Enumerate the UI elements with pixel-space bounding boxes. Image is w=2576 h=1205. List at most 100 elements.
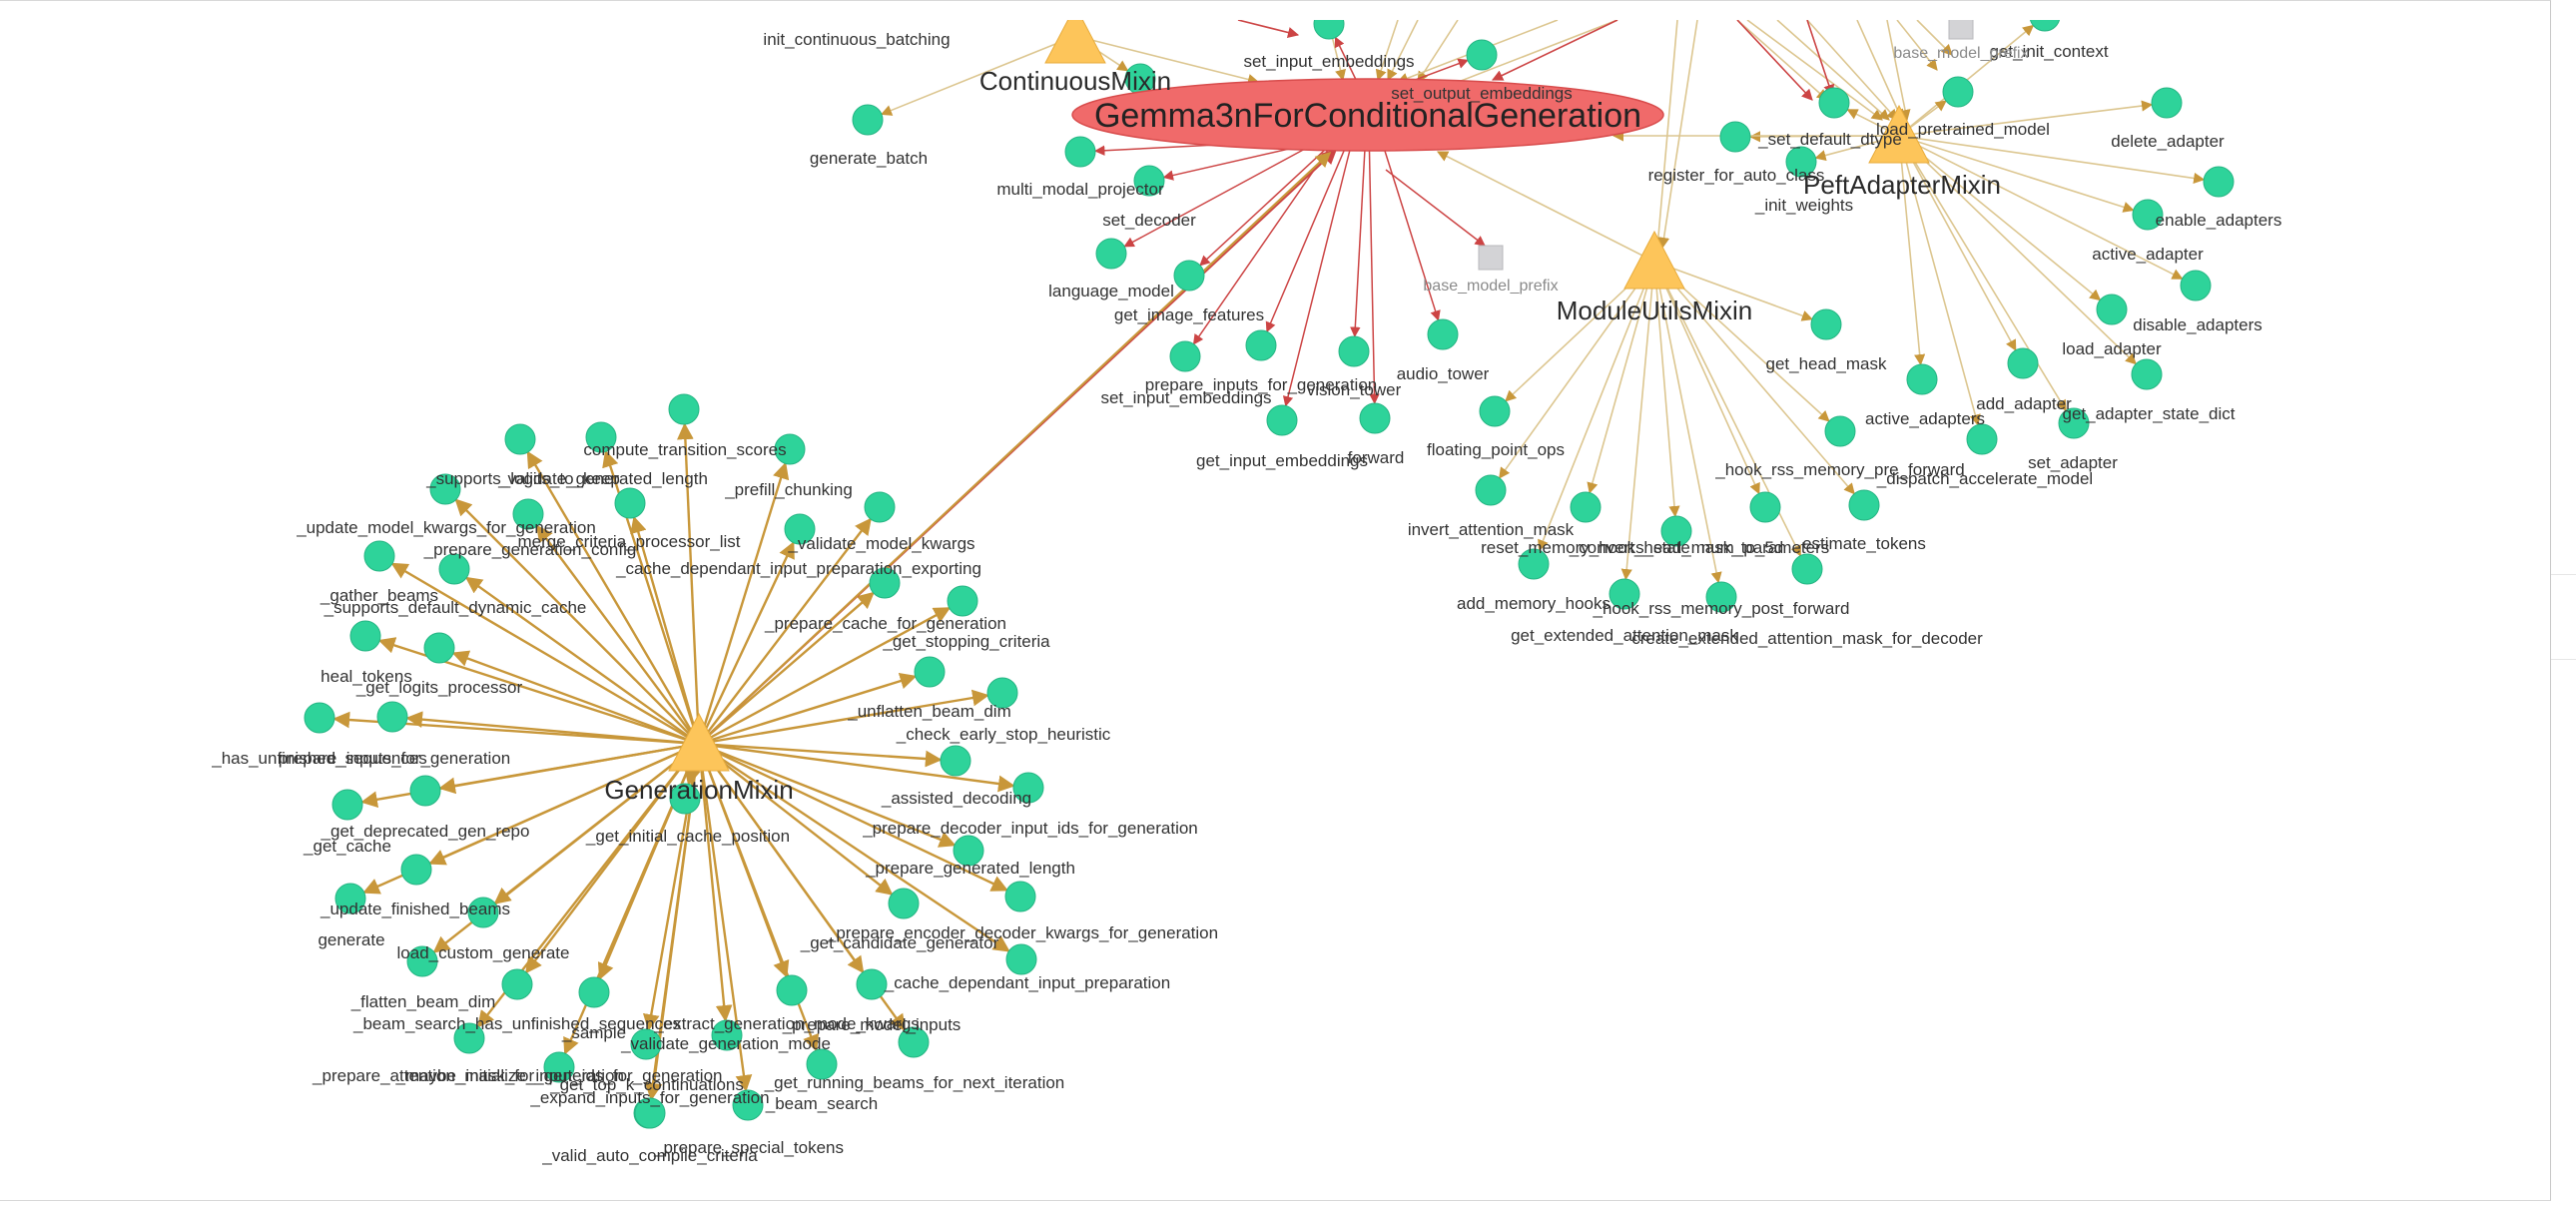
method-node-prepare-cache-for-generation[interactable] [869,567,901,599]
method-node-get-init-context[interactable] [2030,1,2060,32]
method-node-forward[interactable] [1359,402,1391,434]
method-node-get-input-embeddings[interactable] [1266,404,1298,436]
method-node-validate-generated-length[interactable] [585,421,617,453]
mixin-node-continuous[interactable] [1044,6,1106,64]
method-node-get-head-mask[interactable] [1810,308,1842,340]
method-node-check-early-stop-heuristic[interactable] [986,677,1018,709]
method-node-set-input-embeddings[interactable] [1169,340,1201,372]
method-node-floating-point-ops[interactable] [1479,395,1511,427]
method-node-convert-head-mask-to-5d[interactable] [1660,515,1692,547]
method-node-get-logits-processor[interactable] [423,632,455,664]
method-label-load-pretrained-model: load_pretrained_model [1876,120,2050,139]
method-label-cache-dependant-input-preparation: _cache_dependant_input_preparation [884,973,1170,992]
method-node-supports-logits-to-keep[interactable] [504,423,536,455]
method-node-merge-criteria-processor-list[interactable] [614,487,646,519]
method-node-prepare-special-tokens[interactable] [732,1089,764,1121]
mixin-node-generation[interactable] [668,712,730,772]
method-node-add-adapter[interactable] [2007,347,2039,379]
method-node-get-cache[interactable] [331,789,363,821]
edge-moduleutils-reset-memory-hooks-state [1587,261,1655,494]
method-node-update-finished-beams[interactable] [400,854,432,886]
method-node-invert-attention-mask[interactable] [1475,474,1507,506]
method-node-dispatch-accelerate-model[interactable] [1966,423,1998,455]
method-node-sample[interactable] [578,976,610,1008]
method-node-prepare-generation-config[interactable] [512,498,544,530]
method-node-set-input-embeddings[interactable] [1313,9,1345,40]
method-node-get-top-k-continuations[interactable] [630,1028,662,1060]
method-node-compute-transition-scores[interactable] [668,393,700,425]
method-node-gather-beams[interactable] [363,540,395,572]
method-node-reset-memory-hooks-state[interactable] [1570,491,1602,523]
method-node-vision-tower[interactable] [1338,335,1370,367]
method-node-disable-adapters[interactable] [2180,270,2212,301]
method-node-validate-model-kwargs[interactable] [864,491,896,523]
method-node-get-running-beams-for-next-iteration[interactable] [898,1026,930,1058]
method-node-load-pretrained-model[interactable] [1942,76,1974,108]
mixin-node-moduleutils[interactable] [1623,230,1685,290]
method-node-audio-tower[interactable] [1427,318,1459,350]
method-node-extract-generation-mode-kwargs[interactable] [776,974,808,1006]
method-node-unflatten-beam-dim[interactable] [914,656,946,688]
method-node-set-default-dtype[interactable] [1818,87,1850,119]
method-label-flatten-beam-dim: _flatten_beam_dim [350,992,496,1011]
method-node-prepare-encoder-decoder-kwargs-for-generation[interactable] [1004,881,1036,912]
method-node-get-deprecated-gen-repo[interactable] [409,775,441,807]
method-node-get-initial-cache-position[interactable] [669,783,701,815]
method-node-enable-adapters[interactable] [2203,166,2235,198]
method-node-set-output-embeddings[interactable] [1466,39,1498,71]
method-node-beam-search[interactable] [806,1048,838,1080]
method-node-hook-rss-memory-post-forward[interactable] [1705,581,1737,613]
method-node-load-adapter[interactable] [2096,294,2128,325]
method-node-get-stopping-criteria[interactable] [947,585,978,617]
method-node-prepare-inputs-for-generation[interactable] [1245,329,1277,361]
method-node-delete-adapter[interactable] [2151,87,2183,119]
method-node-num-parameters[interactable] [1749,491,1781,523]
edge-offscreen-red-1 [1491,20,1618,81]
method-node-language-model[interactable] [1095,238,1127,270]
method-node-heal-tokens[interactable] [349,620,381,652]
method-node-generate[interactable] [334,883,366,914]
method-node-get-image-features[interactable] [1173,260,1205,292]
method-node-maybe-initialize-input-ids-for-generation[interactable] [543,1051,575,1083]
method-node-cache-dependant-input-preparation-exporting[interactable] [784,513,816,545]
method-node-register-for-auto-class[interactable] [1719,121,1751,153]
method-node-load-custom-generate[interactable] [467,897,499,928]
method-node-active-adapters[interactable] [1906,363,1938,395]
method-node-prefill-chunking[interactable] [774,433,806,465]
method-node-set-adapter[interactable] [2058,407,2090,439]
method-node-active-adapter[interactable] [2132,199,2164,231]
method-node-add-memory-hooks[interactable] [1518,548,1550,580]
method-node-get-candidate-generator[interactable] [888,888,920,919]
method-node-supports-default-dynamic-cache[interactable] [438,553,470,585]
method-node-valid-auto-compile-criteria[interactable] [634,1097,666,1129]
method-node-set-decoder[interactable] [1133,165,1165,197]
method-label-audio-tower: audio_tower [1397,364,1490,383]
method-label-load-adapter: load_adapter [2062,339,2162,358]
method-node-create-extended-attention-mask-for-decoder[interactable] [1791,553,1823,585]
main-class-node[interactable] [1071,78,1664,152]
method-node-beam-search-has-unfinished-sequences[interactable] [501,968,533,1000]
method-node-multi-modal-projector[interactable] [1064,136,1096,168]
method-node-init-weights[interactable] [1785,146,1817,178]
method-node-validate-generation-mode[interactable] [711,1019,743,1051]
method-node-update-model-kwargs-for-generation[interactable] [429,473,461,505]
method-node-get-extended-attention-mask[interactable] [1609,578,1640,610]
method-node-prepare-generated-length[interactable] [953,835,984,867]
method-node-assisted-decoding[interactable] [940,745,971,777]
method-node-generate-batch[interactable] [852,104,884,136]
method-node-get-adapter-state-dict[interactable] [2131,358,2163,390]
method-node-estimate-tokens[interactable] [1848,489,1880,521]
method-node-cache-dependant-input-preparation[interactable] [1005,943,1037,975]
method-node-prepare-inputs-for-generation[interactable] [376,701,408,733]
method-node-has-unfinished-sequences[interactable] [304,702,335,734]
method-node-prepare-decoder-input-ids-for-generation[interactable] [1012,772,1044,804]
method-node-prepare-model-inputs[interactable] [856,968,888,1000]
attribute-node-bmp2[interactable] [1948,15,1974,40]
attribute-node-bmp1[interactable] [1478,245,1504,271]
method-node-hook-rss-memory-pre-forward[interactable] [1824,415,1856,447]
method-node-flatten-beam-dim[interactable] [406,945,438,977]
mixin-node-peft[interactable] [1868,104,1930,164]
method-label-init-continuous-batching: init_continuous_batching [763,30,950,49]
method-node-prepare-attention-mask-for-generation[interactable] [453,1022,485,1054]
